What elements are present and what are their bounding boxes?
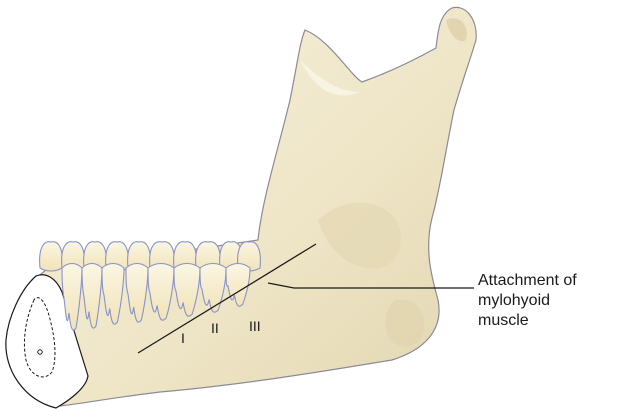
callout-label: Attachment of mylohyoid muscle bbox=[478, 271, 618, 331]
region-label-ii: II bbox=[211, 320, 219, 336]
callout-line-1: Attachment of bbox=[478, 271, 618, 291]
callout-line-2: mylohyoid bbox=[478, 291, 618, 311]
mandible-body bbox=[40, 7, 477, 406]
upper-tooth bbox=[40, 242, 63, 271]
region-label-iii: III bbox=[249, 318, 261, 334]
region-label-i: I bbox=[181, 330, 185, 346]
callout-line-3: muscle bbox=[478, 311, 618, 331]
